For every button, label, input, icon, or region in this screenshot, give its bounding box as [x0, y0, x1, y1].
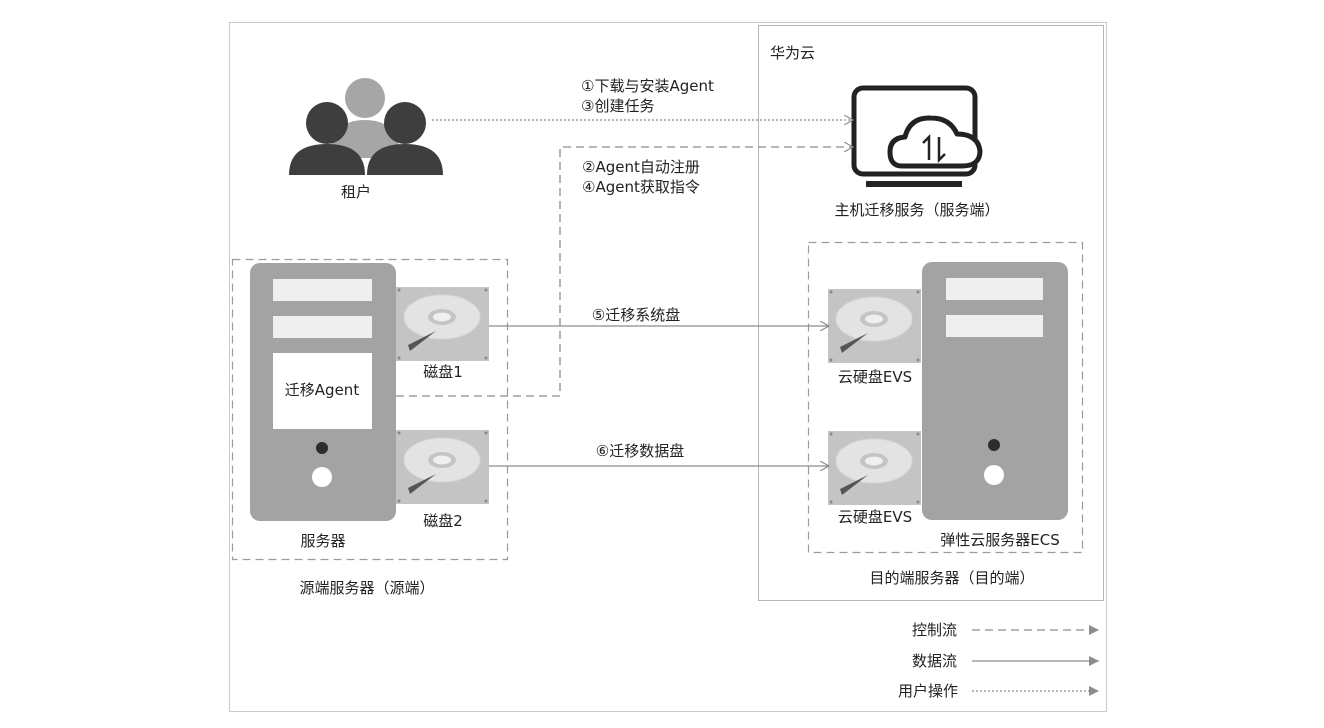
disk-1-icon: [396, 287, 489, 361]
disk-1-label: 磁盘1: [423, 363, 463, 381]
evs-1-label: 云硬盘EVS: [837, 368, 913, 386]
source-server-tower: [250, 263, 396, 521]
target-server-tower: [922, 262, 1068, 520]
disk-2-label: 磁盘2: [423, 512, 463, 530]
source-group-label: 源端服务器（源端）: [299, 579, 435, 597]
cloud-box: [758, 25, 1104, 601]
control-step-1: ①下载与安装Agent: [581, 77, 714, 95]
migrate-data-disk-label: ⑥迁移数据盘: [595, 442, 685, 460]
legend-data-label: 数据流: [912, 652, 958, 670]
register-step-4: ④Agent获取指令: [582, 178, 700, 196]
tenant-users-icon: [289, 78, 443, 175]
evs-2-label: 云硬盘EVS: [837, 508, 913, 526]
control-flow-arrow: [396, 147, 852, 397]
outer-frame: [229, 22, 1107, 712]
evs-disk-1-icon: [828, 289, 921, 363]
cloud-label: 华为云: [770, 44, 816, 62]
agent-label: 迁移Agent: [284, 381, 360, 399]
target-group-label: 目的端服务器（目的端）: [869, 569, 1035, 587]
migrate-system-disk-label: ⑤迁移系统盘: [591, 306, 681, 324]
service-label: 主机迁移服务（服务端）: [834, 201, 1000, 219]
legend-user-label: 用户操作: [898, 682, 959, 700]
server-label: 服务器: [300, 532, 346, 550]
migration-service-icon: [851, 85, 983, 187]
source-group-box: [231, 258, 509, 561]
control-step-3: ③创建任务: [581, 97, 655, 115]
ecs-label: 弹性云服务器ECS: [940, 531, 1060, 549]
disk-2-icon: [396, 430, 489, 504]
register-step-2: ②Agent自动注册: [582, 158, 700, 176]
evs-disk-2-icon: [828, 431, 921, 505]
tenant-label: 租户: [340, 183, 372, 201]
target-group-box: [807, 241, 1084, 554]
legend-control-label: 控制流: [912, 621, 958, 639]
